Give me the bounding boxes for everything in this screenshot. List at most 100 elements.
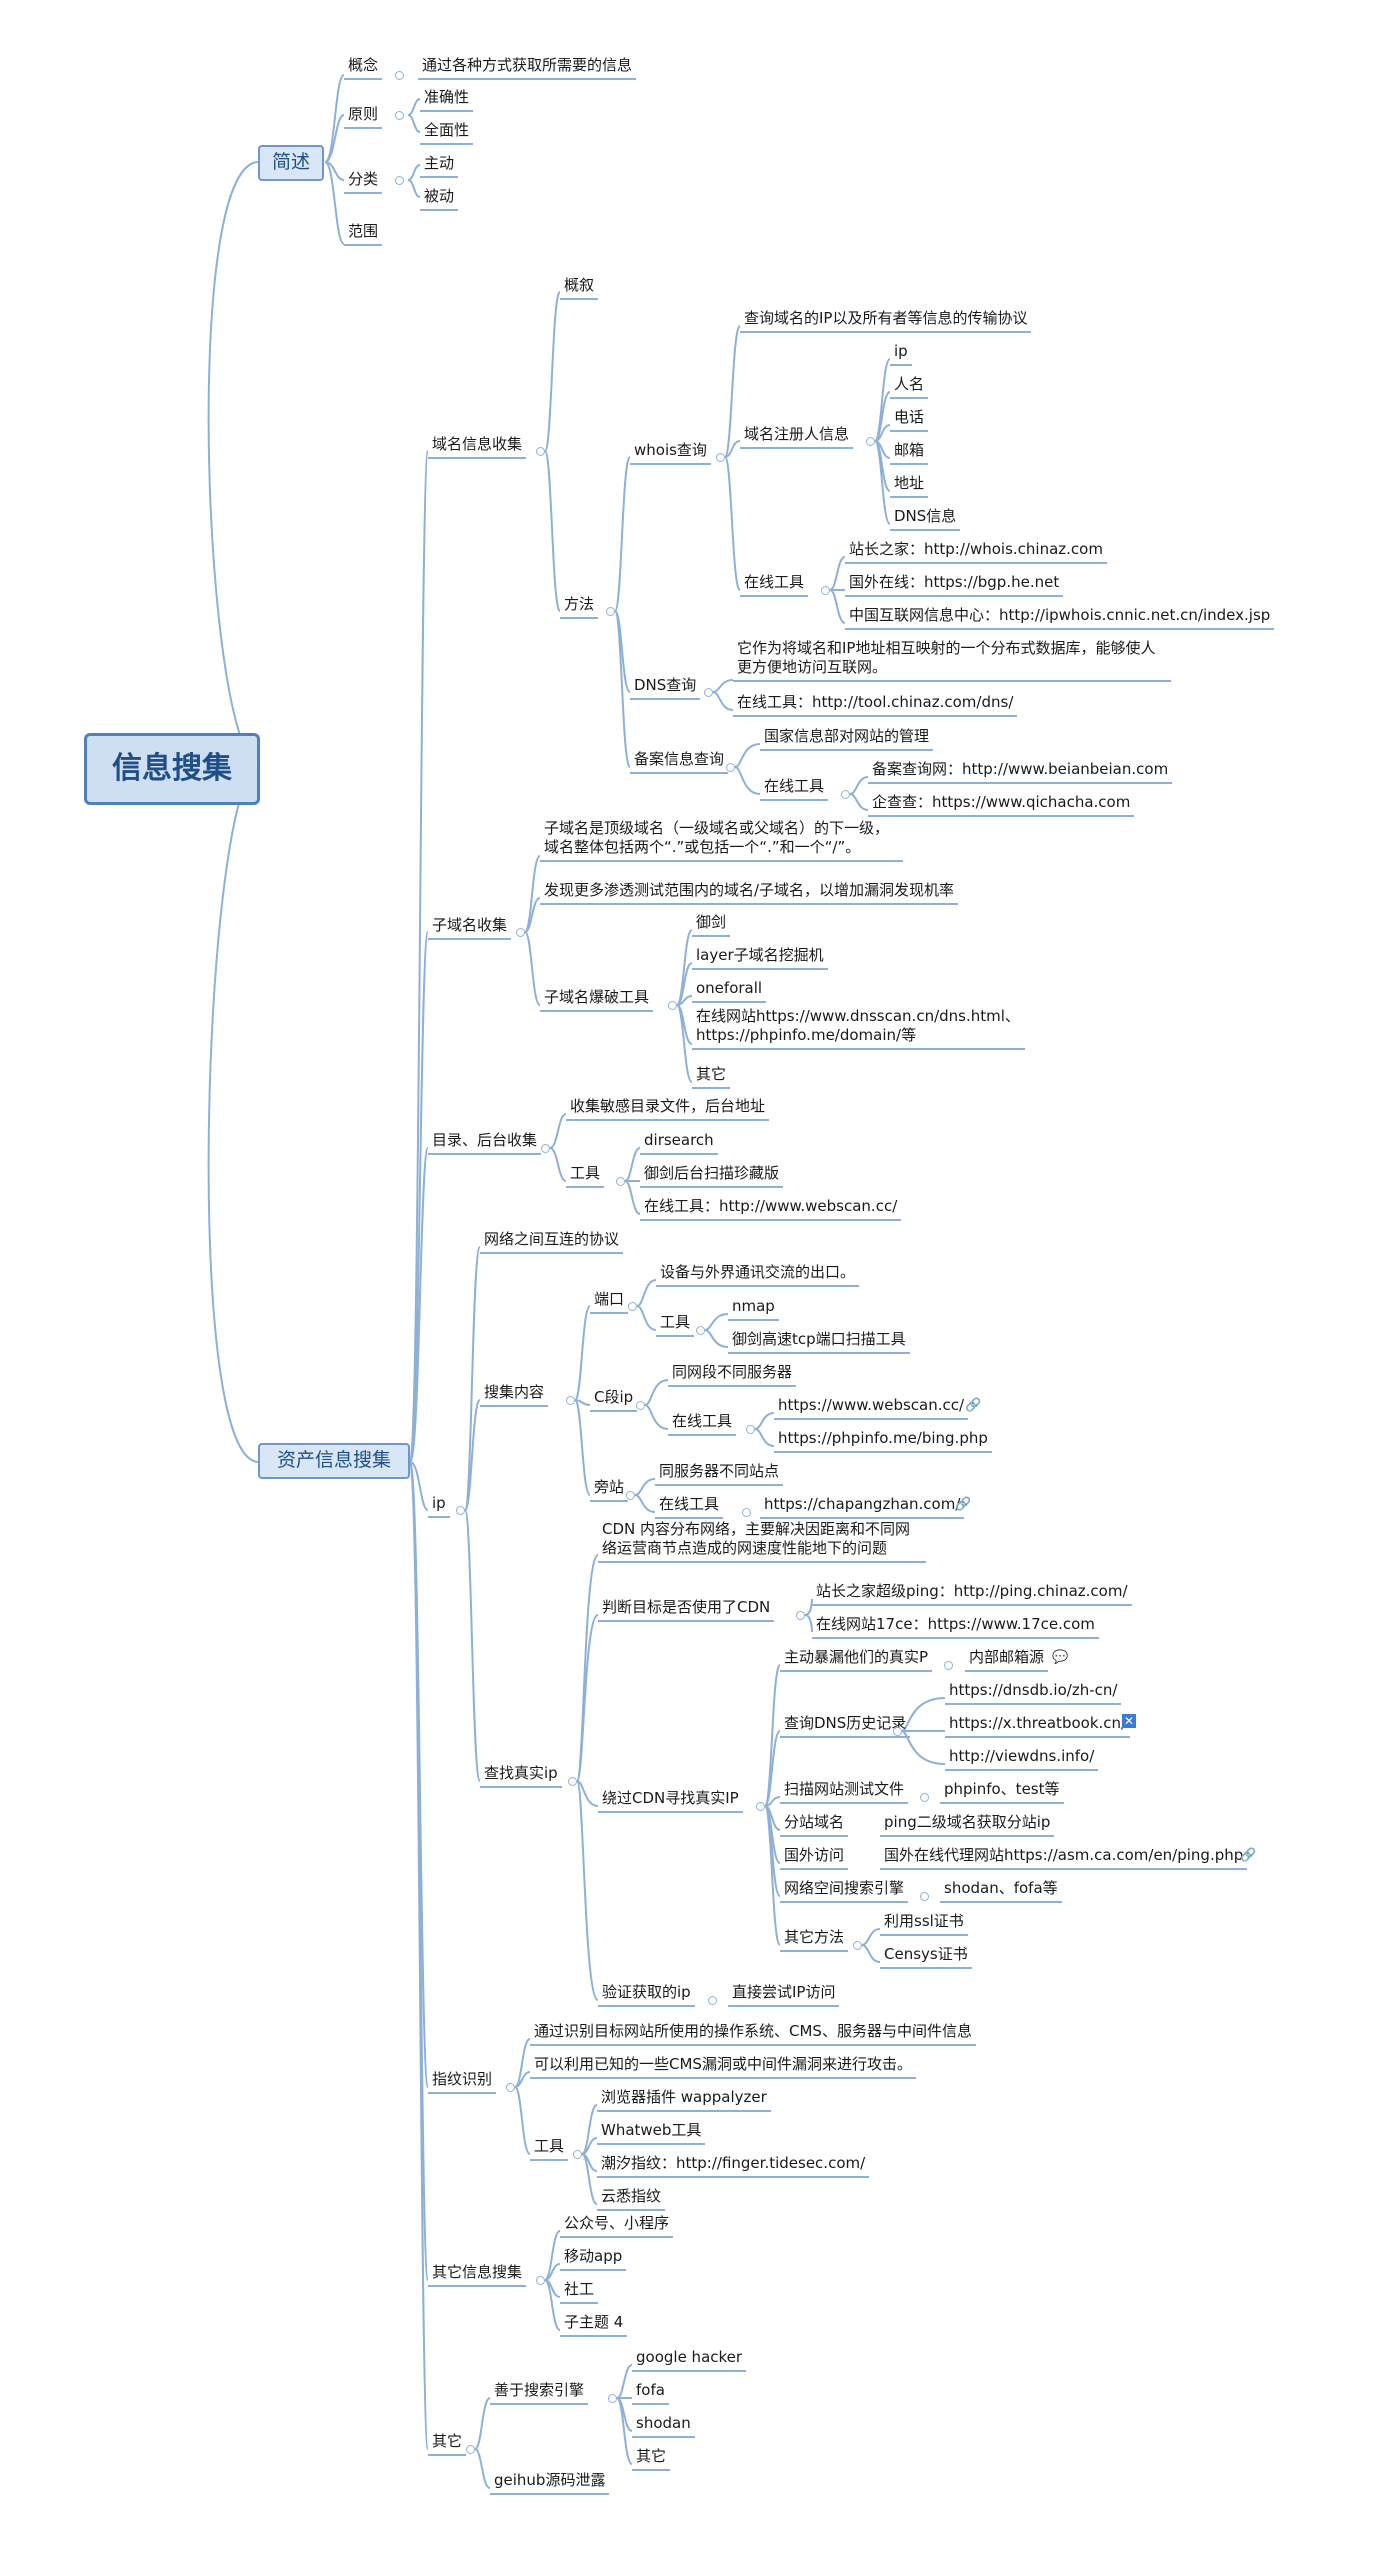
node-reg-dns[interactable]: DNS信息 (890, 507, 961, 531)
node-beian-tool-2[interactable]: 企查查：https://www.qichacha.com (868, 793, 1135, 817)
node-other-info[interactable]: 其它信息搜集 (428, 2263, 527, 2287)
collapse-toggle[interactable] (573, 2150, 582, 2159)
node-bypass-other[interactable]: 其它方法 (780, 1928, 849, 1952)
collapse-toggle[interactable] (821, 586, 830, 595)
node-tool-chinaz[interactable]: 站长之家：http://whois.chinaz.com (845, 540, 1107, 564)
collapse-toggle[interactable] (893, 1727, 902, 1736)
node-port-desc[interactable]: 设备与外界通讯交流的出口。 (656, 1263, 860, 1287)
node-cdn-desc[interactable]: CDN 内容分布网络，主要解决因距离和不同网络运营商节点造成的网速度性能地下的问… (598, 1520, 926, 1563)
node-bypass-active[interactable]: 主动暴漏他们的真实P (780, 1648, 933, 1672)
link-icon[interactable]: 🔗 (965, 1398, 982, 1413)
node-fingerprint-desc1[interactable]: 通过识别目标网站所使用的操作系统、CMS、服务器与中间件信息 (530, 2022, 976, 2046)
node-domain-method[interactable]: 方法 (560, 595, 599, 619)
node-cdn-judge[interactable]: 判断目标是否使用了CDN (598, 1598, 775, 1622)
node-beian-tool-1[interactable]: 备案查询网：http://www.beianbeian.com (868, 760, 1173, 784)
node-reg-ip[interactable]: ip (890, 342, 912, 366)
node-comprehensive[interactable]: 全面性 (420, 121, 474, 145)
collapse-toggle[interactable] (726, 763, 735, 772)
node-se-google[interactable]: google hacker (632, 2348, 747, 2372)
collapse-toggle[interactable] (516, 928, 525, 937)
node-active[interactable]: 主动 (420, 154, 459, 178)
node-accuracy[interactable]: 准确性 (420, 88, 474, 112)
node-scope[interactable]: 范围 (344, 222, 383, 246)
node-search-engine[interactable]: 善于搜索引擎 (490, 2381, 589, 2405)
node-github-leak[interactable]: geihub源码泄露 (490, 2471, 610, 2495)
node-sub-tool-other[interactable]: 其它 (692, 1065, 731, 1089)
node-other-info-social[interactable]: 社工 (560, 2280, 599, 2304)
node-cseg-tool-phpinfo[interactable]: https://phpinfo.me/bing.php (774, 1429, 992, 1453)
collapse-toggle[interactable] (456, 1506, 465, 1515)
node-tool-bgp[interactable]: 国外在线：https://bgp.he.net (845, 573, 1064, 597)
root-topic[interactable]: 信息搜集 (84, 733, 260, 805)
collapse-toggle[interactable] (742, 1508, 751, 1517)
node-cseg-desc[interactable]: 同网段不同服务器 (668, 1363, 797, 1387)
node-bypass-foreign[interactable]: 国外访问 (780, 1846, 849, 1870)
collapse-toggle[interactable] (920, 1793, 929, 1802)
node-port-tool-yujian[interactable]: 御剑高速tcp端口扫描工具 (728, 1330, 910, 1354)
collapse-toggle[interactable] (704, 688, 713, 697)
node-dns-history-dnsdb[interactable]: https://dnsdb.io/zh-cn/ (945, 1681, 1122, 1705)
node-cdn-tool-17ce[interactable]: 在线网站17ce：https://www.17ce.com (812, 1615, 1099, 1639)
collapse-toggle[interactable] (866, 437, 875, 446)
collapse-toggle[interactable] (756, 1802, 765, 1811)
collapse-toggle[interactable] (708, 1996, 717, 2005)
node-bypass-shodan-fofa[interactable]: shodan、fofa等 (940, 1879, 1062, 1903)
node-domain-collection[interactable]: 域名信息收集 (428, 435, 527, 459)
node-ip-content[interactable]: 搜集内容 (480, 1383, 549, 1407)
collapse-toggle[interactable] (541, 1144, 550, 1153)
node-fingerprint-desc2[interactable]: 可以利用已知的一些CMS漏洞或中间件漏洞来进行攻击。 (530, 2055, 916, 2079)
node-reg-name[interactable]: 人名 (890, 375, 929, 399)
node-dir-tool-dirsearch[interactable]: dirsearch (640, 1131, 718, 1155)
node-ip[interactable]: ip (428, 1494, 450, 1518)
node-se-shodan[interactable]: shodan (632, 2414, 695, 2438)
node-bypass-dns-history[interactable]: 查询DNS历史记录 (780, 1714, 911, 1738)
node-se-fofa[interactable]: fofa (632, 2381, 669, 2405)
node-ip-protocol[interactable]: 网络之间互连的协议 (480, 1230, 624, 1254)
node-concept[interactable]: 概念 (344, 56, 383, 80)
node-tool-cnnic[interactable]: 中国互联网信息中心：http://ipwhois.cnnic.net.cn/in… (845, 606, 1275, 630)
collapse-toggle[interactable] (466, 2445, 475, 2454)
node-other-info-wechat[interactable]: 公众号、小程序 (560, 2214, 674, 2238)
node-verify-direct[interactable]: 直接尝试IP访问 (728, 1983, 840, 2007)
node-dns-desc[interactable]: 它作为将域名和IP地址相互映射的一个分布式数据库，能够使人更方便地访问互联网。 (733, 639, 1171, 682)
node-dir-desc[interactable]: 收集敏感目录文件，后台地址 (566, 1097, 770, 1121)
link-icon[interactable]: 🔗 (955, 1497, 972, 1512)
close-icon[interactable]: ✕ (1122, 1714, 1137, 1728)
collapse-toggle[interactable] (853, 1941, 862, 1950)
node-side-tools[interactable]: 在线工具 (655, 1495, 724, 1519)
node-dns-history-viewdns[interactable]: http://viewdns.info/ (945, 1747, 1099, 1771)
node-dir-tools[interactable]: 工具 (566, 1164, 605, 1188)
node-dir-tool-webscan[interactable]: 在线工具：http://www.webscan.cc/ (640, 1197, 902, 1221)
node-verify-ip[interactable]: 验证获取的ip (598, 1983, 695, 2007)
node-dir-collection[interactable]: 目录、后台收集 (428, 1131, 542, 1155)
topic-overview[interactable]: 简述 (258, 145, 324, 181)
node-subdomain-desc[interactable]: 子域名是顶级域名（一级域名或父域名）的下一级，域名整体包括两个“.”或包括一个“… (540, 819, 903, 862)
collapse-toggle[interactable] (668, 1001, 677, 1010)
collapse-toggle[interactable] (616, 1177, 625, 1186)
node-port[interactable]: 端口 (590, 1290, 629, 1314)
node-registrant[interactable]: 域名注册人信息 (740, 425, 854, 449)
comment-icon[interactable]: 💬 (1052, 1650, 1069, 1665)
collapse-toggle[interactable] (841, 790, 850, 799)
collapse-toggle[interactable] (796, 1611, 805, 1620)
collapse-toggle[interactable] (608, 2394, 617, 2403)
node-other-info-app[interactable]: 移动app (560, 2247, 627, 2271)
node-other[interactable]: 其它 (428, 2432, 467, 2456)
node-cdn-tool-ping[interactable]: 站长之家超级ping：http://ping.chinaz.com/ (812, 1582, 1132, 1606)
node-passive[interactable]: 被动 (420, 187, 459, 211)
collapse-toggle[interactable] (566, 1396, 575, 1405)
collapse-toggle[interactable] (506, 2083, 515, 2092)
collapse-toggle[interactable] (395, 176, 404, 185)
collapse-toggle[interactable] (696, 1326, 705, 1335)
collapse-toggle[interactable] (536, 2276, 545, 2285)
node-bypass-censys[interactable]: Censys证书 (880, 1945, 972, 1969)
collapse-toggle[interactable] (746, 1425, 755, 1434)
collapse-toggle[interactable] (568, 1777, 577, 1786)
node-whois[interactable]: whois查询 (630, 441, 711, 465)
topic-asset-info[interactable]: 资产信息搜集 (258, 1443, 410, 1479)
node-dns-history-threatbook[interactable]: https://x.threatbook.cn/ (945, 1714, 1131, 1738)
link-icon[interactable]: 🔗 (1240, 1848, 1257, 1863)
node-side-desc[interactable]: 同服务器不同站点 (655, 1462, 784, 1486)
node-cseg-tools[interactable]: 在线工具 (668, 1412, 737, 1436)
node-fingerprint-tools[interactable]: 工具 (530, 2137, 569, 2161)
